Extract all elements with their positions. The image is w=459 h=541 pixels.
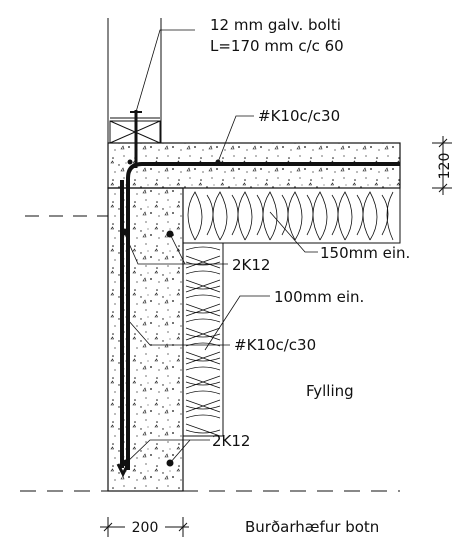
wall-bottom-bars-label: 2K12 xyxy=(212,432,250,450)
slab-thickness-value: 120 xyxy=(437,153,453,180)
wall-insulation-label: 100mm ein. xyxy=(274,288,364,306)
bolt-label-line2: L=170 mm c/c 60 xyxy=(210,37,344,55)
timber-wall-above xyxy=(107,18,162,143)
wall-rebar-label: #K10c/c30 xyxy=(234,336,316,354)
slab-insulation-label: 150mm ein. xyxy=(320,244,410,262)
fill-label: Fylling xyxy=(306,382,354,400)
wall-width-value: 200 xyxy=(132,520,159,536)
wall-top-bars-label: 2K12 xyxy=(232,256,270,274)
slab-thickness-dimension: 120 xyxy=(432,136,453,195)
centerlines xyxy=(20,215,400,492)
slab-insulation xyxy=(182,187,401,244)
bolt-label-line1: 12 mm galv. bolti xyxy=(210,16,341,34)
wall-width-dimension: 200 xyxy=(100,517,189,537)
bearing-bottom-label: Burðarhæfur botn xyxy=(245,518,379,536)
slab-rebar-label: #K10c/c30 xyxy=(258,107,340,125)
wall-insulation xyxy=(182,242,224,437)
leader-lines xyxy=(123,29,318,464)
